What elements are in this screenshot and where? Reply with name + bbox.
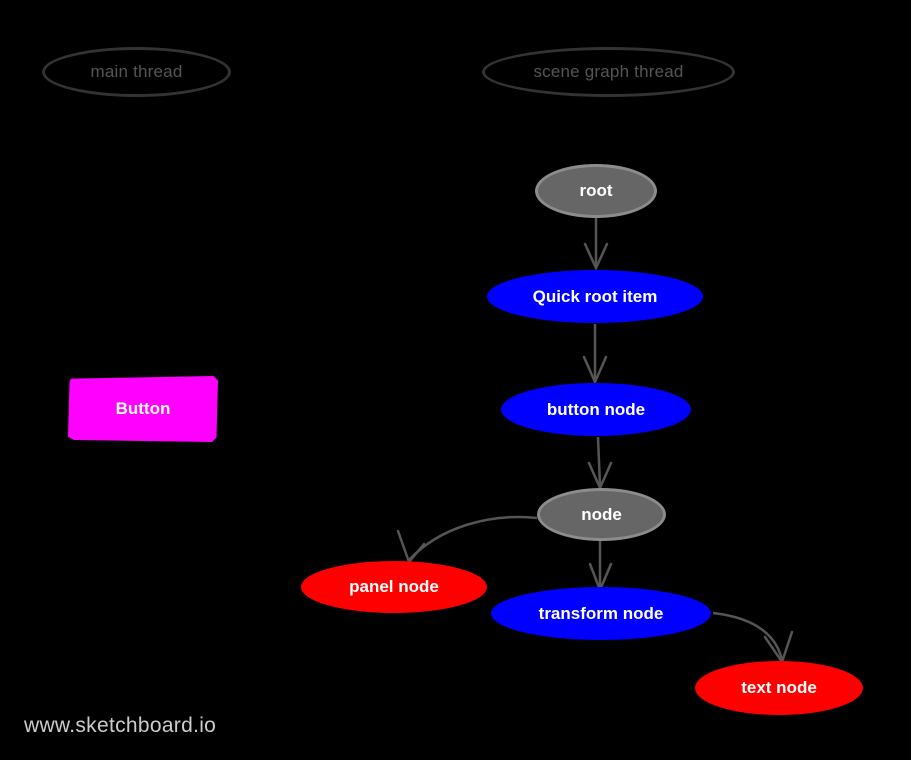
node-button[interactable]: Button [68,376,218,442]
lane-scene-graph-thread[interactable]: scene graph thread [482,47,735,97]
edge-transform-node-to-text-node [712,611,794,665]
node-quick-root-item-label: Quick root item [532,286,658,306]
node-text-node-label: text node [741,678,817,697]
node-transform-node[interactable]: transform node [491,587,711,640]
edge-root-to-quick-root-item [583,218,609,272]
node-root-label: root [579,181,613,200]
node-node-label: node [581,504,622,524]
edge-node-to-panel-node [396,515,538,565]
node-node[interactable]: node [537,488,666,541]
node-root[interactable]: root [535,164,657,218]
node-panel-node-label: panel node [349,577,439,596]
node-transform-node-label: transform node [538,603,664,623]
node-text-node[interactable]: text node [695,661,863,715]
edge-quick-root-item-to-button-node [582,324,608,386]
lane-main-thread[interactable]: main thread [42,47,231,97]
edge-node-to-transform-node [588,541,613,594]
lane-scene-graph-thread-label: scene graph thread [533,62,684,81]
node-panel-node[interactable]: panel node [301,561,487,613]
edge-button-node-to-node [587,436,613,492]
node-button-node[interactable]: button node [501,383,691,436]
node-button-label: Button [115,399,171,418]
lane-main-thread-label: main thread [90,62,183,81]
watermark: www.sketchboard.io [24,714,217,737]
node-button-node-label: button node [546,399,646,419]
node-quick-root-item[interactable]: Quick root item [487,270,703,323]
